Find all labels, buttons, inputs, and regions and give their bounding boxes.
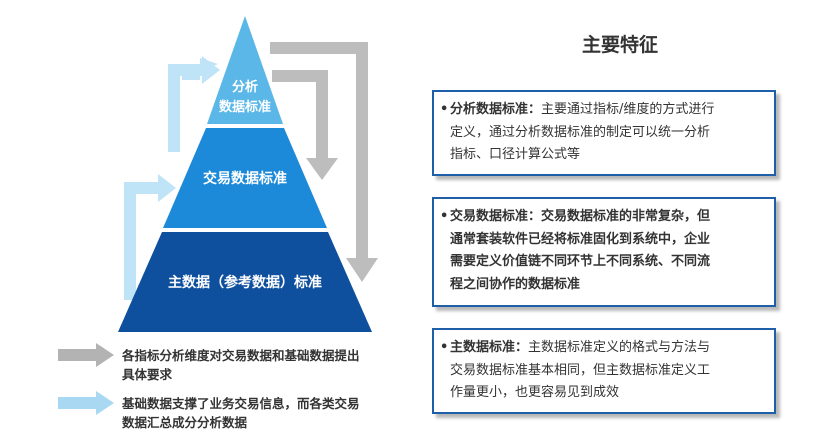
legend: 各指标分析维度对交易数据和基础数据提出 具体要求 基础数据支撑了业务交易信息，而… bbox=[58, 343, 360, 430]
bullet-icon: • bbox=[440, 209, 449, 224]
legend-gray-line-2: 具体要求 bbox=[121, 367, 173, 382]
panel-title: 主要特征 bbox=[581, 34, 658, 56]
tier-master-shape bbox=[118, 232, 372, 332]
card-line: 需要定义价值链不同环节上不同系统、不同流 bbox=[450, 254, 711, 269]
legend-blue-arrow-icon bbox=[58, 391, 114, 415]
blue-arrow-upper-bar bbox=[168, 64, 180, 152]
card-master-standard: • 主数据标准：主数据标准定义的格式与方法与 交易数据标准基本相同，但主数据标准… bbox=[432, 328, 776, 414]
blue-arrow-lower-bar bbox=[124, 182, 136, 300]
blue-arrow-upper-head bbox=[180, 56, 220, 84]
bullet-icon: • bbox=[440, 340, 449, 355]
card-title: 交易数据标准： bbox=[450, 209, 542, 224]
light-blue-arrows bbox=[124, 56, 220, 300]
gray-arrows bbox=[270, 42, 378, 282]
card-title: 主数据标准： bbox=[450, 340, 529, 355]
card-line: 交易数据标准基本相同，但主数据标准定义工 bbox=[450, 362, 711, 378]
card-line: 主要通过指标/维度的方式进行 bbox=[541, 102, 715, 117]
blue-arrow-lower-head bbox=[136, 174, 176, 202]
card-analytic-standard: • 分析数据标准：主要通过指标/维度的方式进行 定义，通过分析数据标准的制定可以… bbox=[432, 90, 776, 176]
blue-arrow-upper bbox=[170, 58, 218, 150]
card-line: 交易数据标准的非常复杂，但 bbox=[541, 209, 711, 224]
card-line: 主数据标准定义的格式与方法与 bbox=[528, 340, 711, 355]
legend-blue-line-2: 数据汇总成分分析数据 bbox=[121, 415, 248, 430]
card-line: 程之间协作的数据标准 bbox=[450, 276, 581, 292]
tier-analytic-label-1: 分析 bbox=[232, 79, 258, 95]
card-trade-standard: • 交易数据标准：交易数据标准的非常复杂，但 通常套装软件已经将标准固化到系统中… bbox=[432, 197, 776, 307]
card-line: 通常套装软件已经将标准固化到系统中，企业 bbox=[450, 231, 711, 247]
tier-analytic-label-2: 数据标准 bbox=[219, 99, 271, 115]
card-title: 分析数据标准： bbox=[450, 102, 542, 117]
legend-gray-arrow-icon bbox=[58, 343, 114, 367]
bullet-icon: • bbox=[440, 102, 449, 117]
card-line: 作量更小，也更容易见到成效 bbox=[450, 385, 620, 400]
legend-gray-line-1: 各指标分析维度对交易数据和基础数据提出 bbox=[121, 348, 360, 363]
card-line: 定义，通过分析数据标准的制定可以统一分析 bbox=[450, 124, 711, 140]
legend-blue-line-1: 基础数据支撑了业务交易信息，而各类交易 bbox=[121, 396, 360, 411]
tier-trade-label: 交易数据标准 bbox=[203, 170, 287, 187]
card-line: 指标、口径计算公式等 bbox=[450, 147, 581, 162]
tier-trade-shape bbox=[163, 128, 327, 228]
gray-arrow-inner bbox=[272, 70, 338, 180]
tier-analytic-shape bbox=[207, 16, 283, 124]
tier-master-label: 主数据（参考数据）标准 bbox=[168, 274, 322, 291]
gray-arrow-outer bbox=[270, 42, 378, 282]
